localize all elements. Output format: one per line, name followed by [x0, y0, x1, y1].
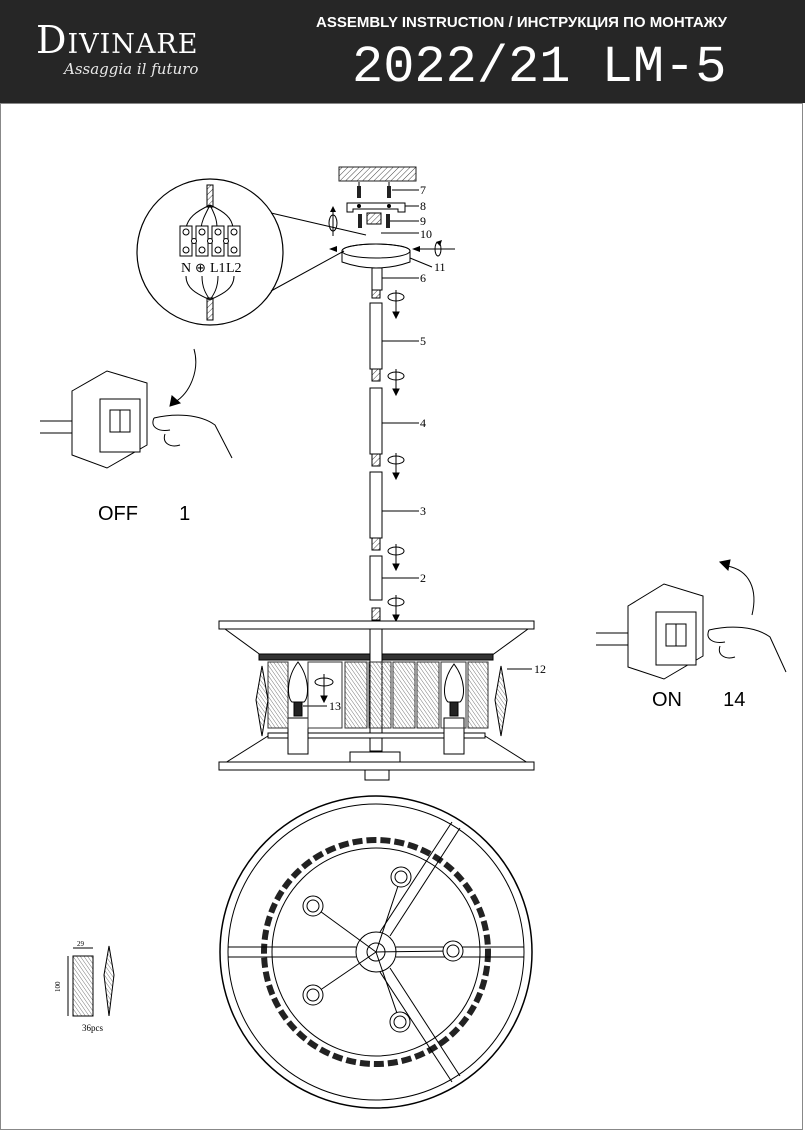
header-bar: Divinare Assaggia il futuro ASSEMBLY INS… [0, 0, 805, 103]
switch-on-step: 14 [723, 689, 746, 711]
leader-lines [303, 189, 532, 707]
switch-off-label: OFF 1 [98, 503, 190, 526]
switch-on-label: ON 14 [652, 689, 745, 712]
part-number-9: 9 [420, 214, 426, 228]
part-number-6: 6 [420, 271, 426, 285]
part-number-7: 7 [420, 183, 426, 197]
bulb-rotate-icon [314, 674, 334, 704]
brand-tagline: Assaggia il futuro [64, 60, 199, 78]
part-number-13: 13 [329, 699, 341, 713]
ceiling-screws [357, 182, 391, 198]
page-frame [0, 103, 803, 1130]
crystal-height: 100 [54, 981, 62, 992]
part-number-2: 2 [420, 571, 426, 585]
part-number-3: 3 [420, 504, 426, 518]
mounting-bracket [346, 202, 406, 213]
wall-switch-off [40, 348, 233, 469]
terminal-label-earth: ⊕ [195, 260, 206, 275]
crystal-width: 29 [77, 940, 85, 948]
switch-off-state: OFF [98, 503, 138, 525]
terminal-label-l2: L2 [226, 261, 242, 276]
terminal-callout [136, 178, 367, 326]
wire-connector [358, 212, 390, 228]
chandelier-bottom-view [219, 795, 533, 1109]
part-number-5: 5 [420, 334, 426, 348]
instruction-title: ASSEMBLY INSTRUCTION / ИНСТРУКЦИЯ ПО МОН… [316, 14, 727, 31]
canopy-screw-left [329, 246, 337, 252]
rotate-arrow-icon [328, 206, 338, 236]
brand-logo: Divinare [36, 18, 199, 62]
crystal-pendants [255, 665, 508, 737]
crystal-panels [267, 661, 489, 729]
downrod [369, 267, 383, 621]
crystal-detail [67, 945, 115, 1017]
terminal-label-l1: L1 [210, 261, 226, 276]
part-number-12: 12 [534, 662, 546, 676]
part-number-10: 10 [420, 227, 432, 241]
part-number-8: 8 [420, 199, 426, 213]
rotate-arrow-icons [387, 290, 405, 623]
canopy [341, 243, 411, 269]
wall-switch-on [596, 559, 787, 680]
part-number-4: 4 [420, 416, 426, 430]
model-number: 2022/21 LM-5 [352, 38, 727, 97]
switch-on-state: ON [652, 689, 682, 711]
part-number-11: 11 [434, 260, 446, 274]
crystal-quantity: 36pcs [82, 1023, 103, 1033]
candle-bulbs [288, 661, 464, 717]
ceiling-block [338, 166, 417, 182]
terminal-label-n: N [181, 261, 191, 276]
chandelier-side-view [218, 620, 535, 781]
canopy-screw [412, 240, 455, 257]
switch-off-step: 1 [179, 503, 191, 525]
